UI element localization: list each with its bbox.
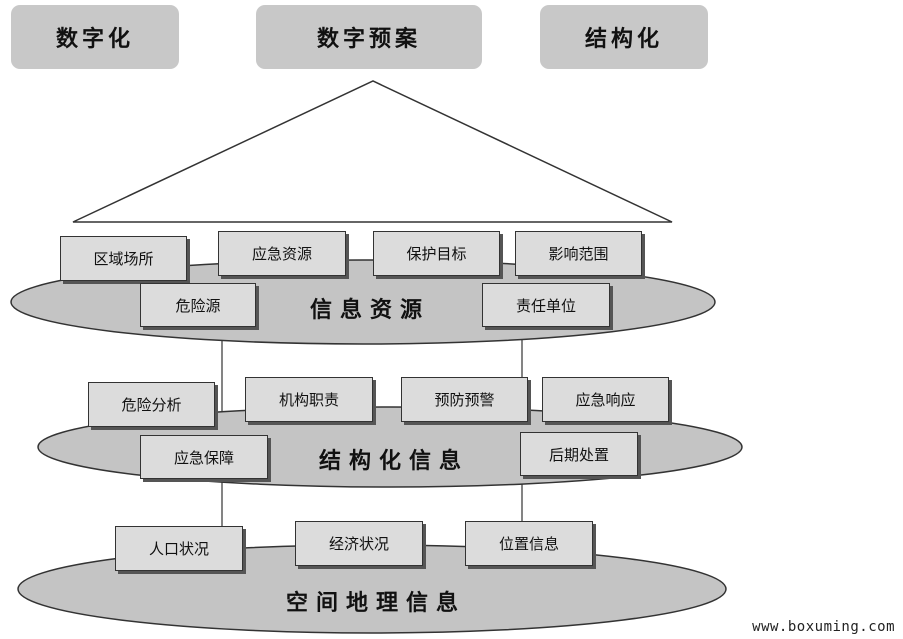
box-agency-duties: 机构职责: [245, 377, 373, 422]
tag-structuring: 结构化: [540, 5, 708, 69]
tag-digital-plan: 数字预案: [256, 5, 482, 69]
box-risk-analysis: 危险分析: [88, 382, 215, 427]
box-hazard-sources: 危险源: [140, 283, 256, 327]
box-location-info: 位置信息: [465, 521, 593, 566]
box-impact-scope: 影响范围: [515, 231, 642, 276]
box-aftermath-handling: 后期处置: [520, 432, 638, 476]
box-emergency-response: 应急响应: [542, 377, 669, 422]
box-economic-status: 经济状况: [295, 521, 423, 566]
box-emergency-resources: 应急资源: [218, 231, 346, 276]
layer-title-spatial-geo-info: 空间地理信息: [285, 591, 467, 616]
tag-digitization: 数字化: [11, 5, 179, 69]
box-responsible-units: 责任单位: [482, 283, 610, 327]
watermark-text: www.boxuming.com: [752, 619, 895, 635]
roof-triangle: [72, 80, 673, 223]
box-regional-sites: 区域场所: [60, 236, 187, 281]
layer-title-structured-info: 结构化信息: [318, 449, 470, 474]
box-prevention-warning: 预防预警: [401, 377, 528, 422]
box-protection-targets: 保护目标: [373, 231, 500, 276]
box-emergency-support: 应急保障: [140, 435, 268, 479]
box-population-status: 人口状况: [115, 526, 243, 571]
layer-title-info-resources: 信息资源: [309, 298, 431, 323]
